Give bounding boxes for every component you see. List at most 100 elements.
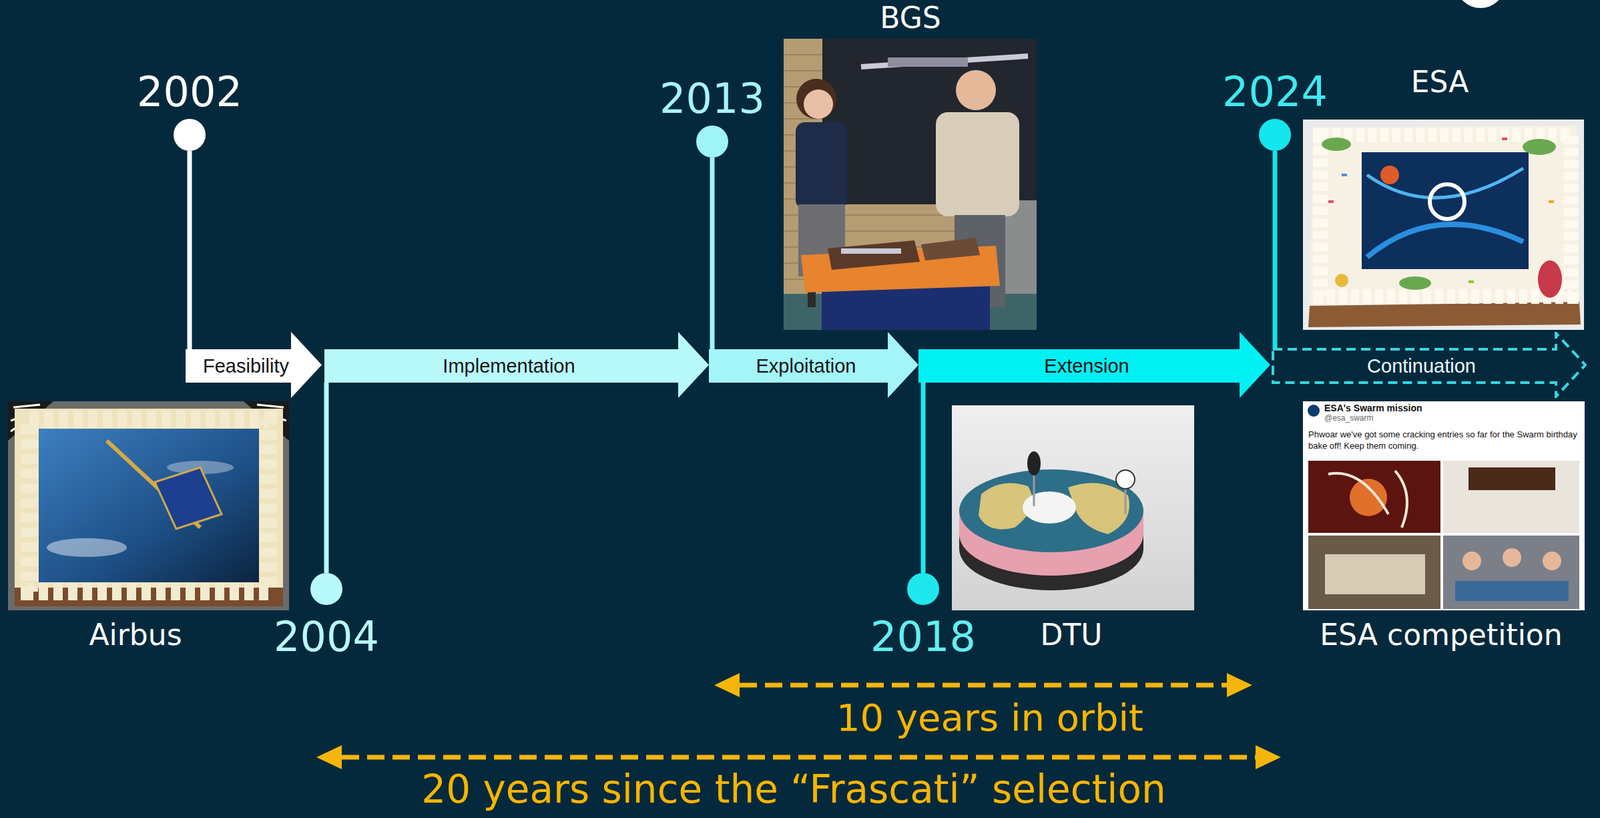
cake-image bbox=[1361, 152, 1529, 270]
man-sweater bbox=[935, 112, 1020, 217]
milestone-dot: 2002 bbox=[173, 118, 206, 151]
satellite-model-body bbox=[887, 57, 968, 67]
tweet-image bbox=[1443, 535, 1580, 609]
phase-arrow: Extension bbox=[918, 331, 1271, 398]
table-cloth bbox=[821, 285, 990, 330]
phase-label: Feasibility bbox=[202, 349, 290, 383]
tweet-image bbox=[1308, 460, 1441, 533]
stem-line bbox=[1272, 150, 1278, 350]
cake-top bbox=[959, 469, 1144, 553]
source-label: ESA competition bbox=[1319, 619, 1562, 651]
milestone-stem bbox=[189, 150, 191, 350]
stem-line bbox=[324, 382, 330, 573]
tweet-image-detail bbox=[1455, 580, 1569, 601]
cake-top bbox=[14, 408, 284, 605]
milestone-stem bbox=[1274, 150, 1276, 350]
tweet-avatar bbox=[1307, 404, 1320, 417]
phase-arrow: Implementation bbox=[324, 331, 709, 398]
sprinkle bbox=[1468, 280, 1474, 284]
stem-line bbox=[187, 150, 193, 350]
tweet-card bbox=[1302, 401, 1585, 611]
phase-label: Extension bbox=[1043, 349, 1129, 383]
milestone-stem bbox=[326, 382, 328, 573]
phase-label: Exploitation bbox=[756, 349, 857, 383]
photo-ground bbox=[8, 401, 290, 611]
source-label: DTU bbox=[1040, 619, 1103, 651]
cake-part bbox=[921, 237, 980, 261]
tweet-handle: @esa_swarm bbox=[1324, 413, 1374, 423]
span-line bbox=[739, 682, 1227, 688]
earth-image bbox=[38, 428, 259, 583]
cloud bbox=[46, 538, 127, 557]
milestone-stem bbox=[712, 157, 713, 350]
cake-piping bbox=[1320, 134, 1572, 297]
sprinkle bbox=[1341, 173, 1348, 177]
cake-swirl bbox=[1367, 224, 1524, 257]
bgs-photo bbox=[783, 38, 1037, 330]
sign-topper bbox=[1116, 469, 1135, 489]
woman-hair bbox=[796, 78, 837, 119]
cake-ice bbox=[1022, 491, 1077, 524]
span-label: 10 years in orbit bbox=[836, 698, 1144, 738]
tweet-text: Phwoar we've got some cracking entries s… bbox=[1308, 429, 1578, 452]
cake-decoration bbox=[1399, 276, 1432, 290]
span-line bbox=[341, 754, 1256, 760]
year-label: 2013 bbox=[659, 76, 765, 122]
year-label: 2018 bbox=[870, 614, 976, 660]
phase-arrow-outline bbox=[324, 331, 709, 398]
cake-part bbox=[827, 240, 920, 270]
year-label: 2004 bbox=[273, 614, 380, 660]
sprinkle bbox=[1501, 137, 1508, 141]
tweet-image-detail bbox=[1468, 467, 1556, 490]
stem-line bbox=[921, 382, 926, 573]
tweet-image-detail bbox=[1324, 554, 1426, 595]
cake-land bbox=[1068, 482, 1130, 535]
tweet-screenshot bbox=[1302, 401, 1585, 611]
cake-planet bbox=[1380, 165, 1400, 185]
phase-arrow-outline bbox=[1272, 333, 1586, 397]
cake-decoration bbox=[1335, 273, 1349, 288]
satellite-topper bbox=[1027, 451, 1041, 476]
span-head bbox=[1255, 744, 1281, 769]
milestone-dot: 2024 bbox=[1258, 118, 1291, 151]
tweet-image bbox=[1308, 535, 1441, 609]
source-label: Airbus bbox=[88, 619, 182, 651]
satellite-panel bbox=[154, 467, 222, 529]
span-head bbox=[316, 744, 342, 769]
sprinkle bbox=[1328, 200, 1334, 203]
cake-top bbox=[1309, 125, 1580, 306]
span-head bbox=[714, 672, 740, 697]
sprinkle bbox=[1548, 200, 1554, 203]
photo-ground bbox=[1302, 119, 1584, 330]
cake-side bbox=[1308, 301, 1581, 328]
topper-stick bbox=[1124, 488, 1127, 514]
year-label: 2024 bbox=[1222, 69, 1328, 115]
woman-sweater bbox=[795, 122, 848, 209]
cake-decoration bbox=[1537, 260, 1562, 298]
cake-decoration bbox=[1522, 138, 1556, 155]
tweet-image-detail bbox=[1328, 470, 1408, 528]
topper-stick bbox=[1033, 475, 1036, 506]
satellite-model bbox=[861, 56, 1028, 67]
airbus-cake-photo bbox=[8, 401, 290, 611]
tweet-image-detail bbox=[1462, 551, 1482, 571]
phase-arrow: Feasibility bbox=[185, 331, 322, 398]
source-label: ESA bbox=[1411, 66, 1470, 98]
man-head bbox=[955, 70, 996, 111]
span-arrow bbox=[316, 744, 1281, 769]
stem-line bbox=[710, 157, 715, 350]
phase-arrow-outline bbox=[708, 331, 919, 398]
tweet-image-detail bbox=[1542, 551, 1562, 571]
tweet-image-detail bbox=[1349, 478, 1388, 516]
milestone-dot: 2004 bbox=[310, 572, 343, 605]
tweet-author: ESA's Swarm mission bbox=[1324, 403, 1423, 414]
cake-decoration bbox=[1321, 137, 1352, 151]
tweet-image-detail bbox=[1502, 548, 1522, 567]
milestone-dot: 2018 bbox=[907, 572, 940, 605]
phase-arrow-outline bbox=[918, 331, 1271, 398]
phase-label: Continuation bbox=[1367, 349, 1476, 383]
year-label: 2002 bbox=[136, 69, 243, 115]
span-head bbox=[1226, 672, 1253, 697]
